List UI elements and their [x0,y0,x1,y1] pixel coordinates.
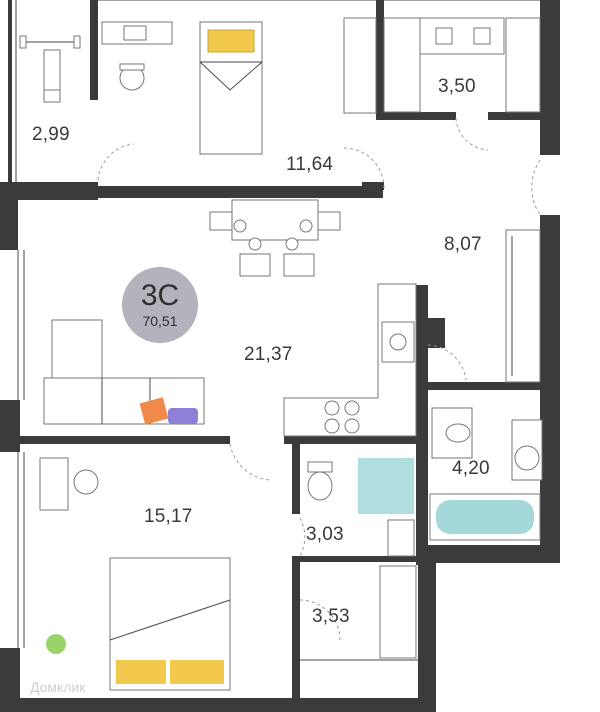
apartment-badge: 3С 70,51 [122,267,198,343]
bedroom-bottom-furniture [39,457,231,691]
area-living-kitchen: 21,37 [244,344,293,365]
area-hallway: 8,07 [444,234,482,255]
door-swings [97,117,541,641]
wardrobe-top-icon [343,17,541,114]
total-area: 70,51 [142,313,177,329]
bed-top-icon [199,21,263,155]
apartment-code: 3С [141,279,179,312]
kitchen-counter-icon [283,283,417,437]
toilet-fixtures [307,458,415,557]
room-area-labels: 2,99 11,64 3,50 8,07 21,37 4,20 15,17 3,… [32,76,490,627]
dining-table-icon [209,199,341,277]
walls [0,0,560,712]
area-balcony: 2,99 [32,124,70,145]
area-closet-top: 3,50 [438,76,476,97]
area-bedroom-bottom: 15,17 [144,506,193,527]
sofa-icon [43,319,205,425]
bathroom-fixtures [429,407,543,541]
hallway-wardrobe-icon [505,229,541,383]
area-toilet: 3,03 [306,524,344,545]
area-bathroom: 4,20 [452,458,490,479]
gym-bench-icon [19,35,81,103]
wardrobe-bottom-icon [300,565,418,661]
area-closet-bottom: 3,53 [312,606,350,627]
desk-icon [101,21,173,91]
watermark: Домклик [30,679,86,695]
window-frames [15,0,540,648]
area-bedroom-top: 11,64 [286,154,333,175]
